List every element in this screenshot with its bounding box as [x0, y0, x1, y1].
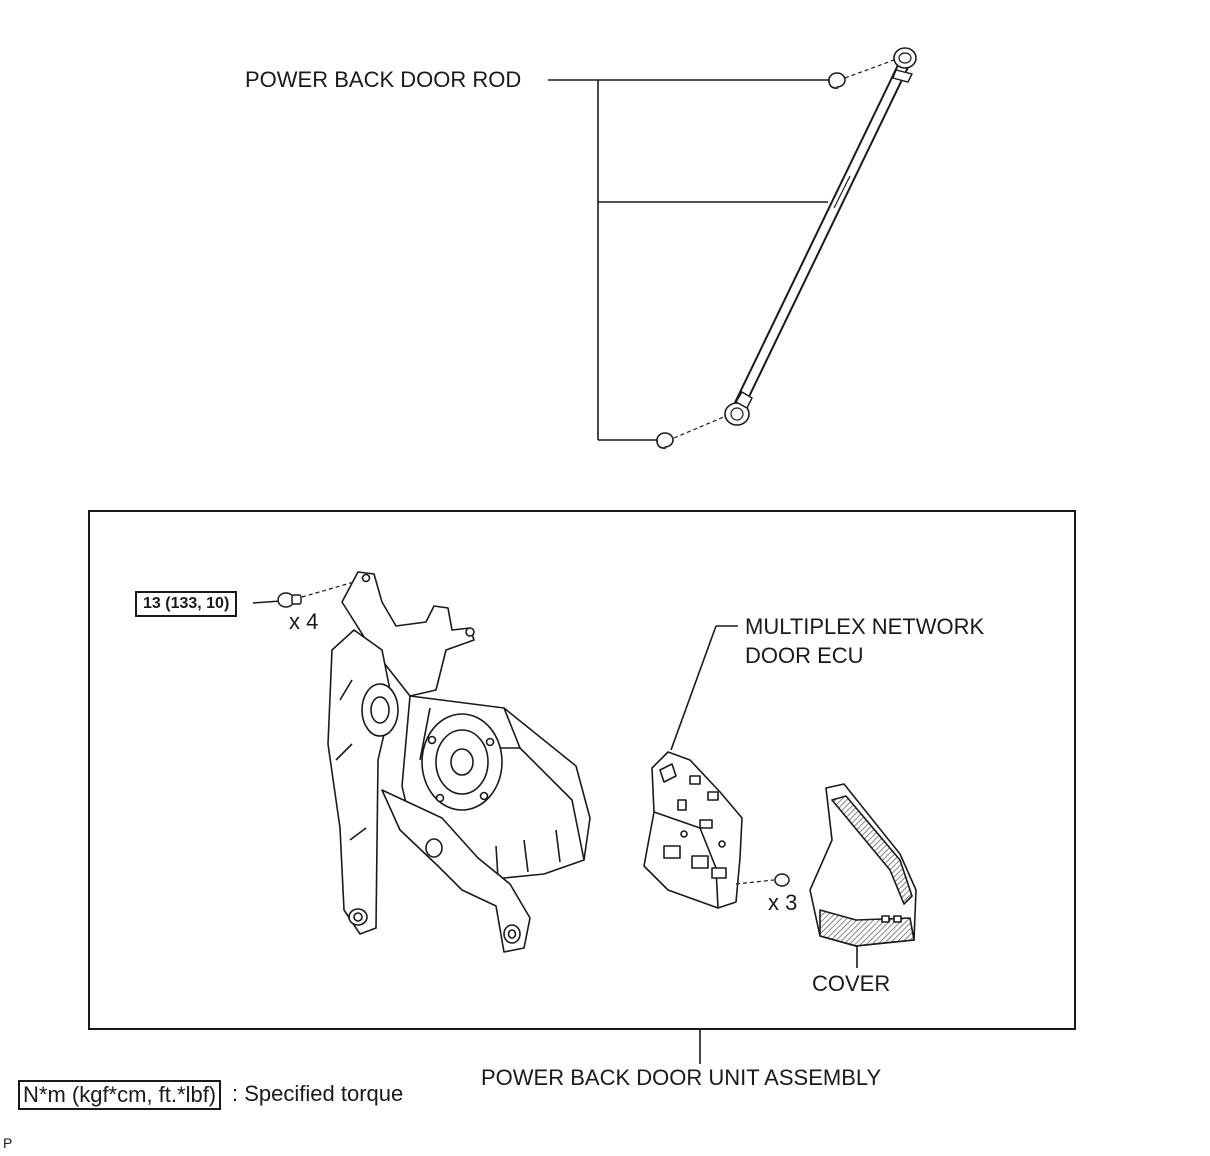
torque-spec-box: 13 (133, 10): [135, 591, 238, 617]
legend-description: : Specified torque: [232, 1081, 404, 1106]
power-back-door-rod-drawing: [725, 48, 916, 425]
label-qty-screws: x 3: [768, 890, 798, 915]
label-power-back-door-rod: POWER BACK DOOR ROD: [245, 67, 522, 92]
rod-leader-lines: [548, 80, 832, 440]
legend-torque-units-box: N*m (kgf*cm, ft.*lbf): [18, 1080, 222, 1110]
unit-assembly-frame: [89, 511, 1075, 1029]
bolt-icon: [253, 593, 301, 607]
rod-dashed-guides: [674, 60, 894, 438]
label-multiplex-ecu-line2: DOOR ECU: [745, 643, 864, 668]
motor-unit-drawing: [328, 572, 590, 952]
screw-icon: [775, 874, 789, 886]
ball-stud-lower: [657, 433, 673, 448]
cover-drawing: [810, 784, 916, 946]
ball-stud-upper: [829, 73, 845, 88]
label-qty-bolts: x 4: [289, 609, 319, 634]
ecu-leader: [671, 626, 716, 750]
label-multiplex-ecu-line1: MULTIPLEX NETWORK: [745, 614, 985, 639]
screw-dashed-guide: [736, 880, 774, 884]
bolt-dashed-guide: [302, 582, 354, 597]
multiplex-ecu-drawing: [644, 752, 742, 908]
label-cover: COVER: [812, 971, 891, 996]
corner-mark: P: [3, 1135, 13, 1151]
label-unit-assembly: POWER BACK DOOR UNIT ASSEMBLY: [481, 1065, 882, 1090]
